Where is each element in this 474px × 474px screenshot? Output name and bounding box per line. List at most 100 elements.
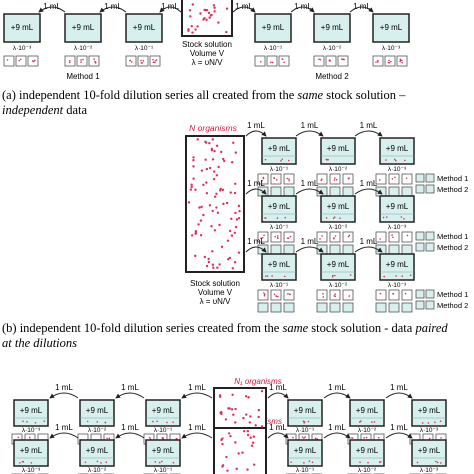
plate <box>283 302 295 313</box>
organism-dot <box>334 235 337 237</box>
organism-dot <box>172 421 174 423</box>
organism-dot <box>311 461 314 464</box>
diluent-label: +9 mL <box>294 406 317 415</box>
diluent-label: +9 mL <box>327 260 350 269</box>
organism-dot <box>21 460 24 463</box>
organism-dot <box>187 201 191 204</box>
organism-dot <box>339 217 341 219</box>
organism-dot <box>265 217 267 219</box>
organism-dot <box>161 460 163 463</box>
plate-row-a <box>3 55 408 67</box>
organism-dot <box>190 183 193 186</box>
organism-dot <box>237 452 240 455</box>
organism-dot <box>208 204 212 207</box>
diluent-label: +9 mL <box>152 446 175 455</box>
organism-dot <box>190 24 193 28</box>
plate <box>401 302 413 313</box>
organism-dot <box>416 461 419 464</box>
diluent-label: +9 mL <box>356 406 379 415</box>
transfer-arrow <box>115 432 145 439</box>
organism-dot <box>224 418 228 421</box>
organism-dot <box>205 167 209 171</box>
organism-dot <box>280 160 282 162</box>
transfer-label: 1 mL <box>328 423 346 432</box>
organism-dot <box>246 468 249 471</box>
organism-dot <box>230 234 234 237</box>
tube: +9 mL <box>411 439 447 467</box>
organism-dot <box>198 206 201 209</box>
lambda-label: λ·10⁻³ <box>388 224 407 231</box>
organism-dot <box>367 461 369 464</box>
tube: +9 mL <box>3 13 41 43</box>
legend-swatch <box>425 184 435 194</box>
plate <box>388 173 400 185</box>
panel-b: N organisms Stock solution Volume V λ = … <box>185 121 468 313</box>
plate <box>278 55 290 67</box>
plate <box>388 186 400 197</box>
organism-dot <box>378 461 381 463</box>
legend-swatch <box>425 300 435 310</box>
organism-dot <box>377 59 379 62</box>
organism-dot <box>221 442 224 446</box>
organism-dot <box>289 293 291 296</box>
organism-dot <box>104 421 107 424</box>
organism-dot <box>203 255 207 259</box>
plate <box>401 186 413 197</box>
organism-dot <box>17 436 20 439</box>
organism-dot <box>227 407 230 410</box>
tube: +9 mL <box>379 253 415 281</box>
method-2-label: Method 2 <box>315 72 349 81</box>
organism-dot <box>436 461 439 464</box>
transfer-label: 1 mL <box>121 423 139 432</box>
organism-dot <box>392 236 394 239</box>
organism-dot <box>148 436 151 439</box>
organism-dot <box>222 159 226 163</box>
organism-dot <box>216 211 220 214</box>
organism-dot <box>286 237 289 239</box>
organism-dot <box>216 266 219 269</box>
tube: +9 mL <box>145 439 181 467</box>
organism-dot <box>232 413 235 416</box>
organism-dot <box>190 185 193 189</box>
organism-dot <box>202 18 205 21</box>
organism-dot <box>212 4 216 7</box>
organism-dot <box>322 296 325 298</box>
organism-dot <box>271 275 273 277</box>
organism-dot <box>434 421 436 424</box>
organism-dot <box>284 216 287 219</box>
organism-dot <box>208 16 211 19</box>
organism-dot <box>155 59 158 61</box>
organism-dot <box>217 21 220 24</box>
organism-dot <box>428 437 431 440</box>
organism-dot <box>283 275 286 278</box>
svg-text:+9 mL: +9 mL <box>321 23 344 32</box>
organism-dot <box>194 254 197 258</box>
organism-dot <box>275 295 278 297</box>
organism-dot <box>200 169 204 172</box>
diluent-label: +9 mL <box>268 144 291 153</box>
organism-dot <box>100 462 102 464</box>
tube: +9 mL <box>145 399 181 427</box>
organism-dot <box>221 437 224 440</box>
organism-dot <box>358 421 361 423</box>
organism-dot <box>220 245 224 249</box>
transfer-label: 1 mL <box>269 423 287 432</box>
transfer-label: 1 mL <box>247 179 265 188</box>
stock-column-c1 <box>213 387 267 431</box>
organism-dot <box>105 461 108 464</box>
organism-dot <box>349 274 352 276</box>
organism-dot <box>440 437 442 439</box>
stock-label-line1: Stock solution <box>190 279 240 288</box>
organism-dot <box>387 61 390 64</box>
organism-dot <box>319 238 321 240</box>
diluent-label: +9 mL <box>386 260 409 269</box>
organism-dot <box>262 176 265 179</box>
stock-label-line3: λ = υN/V <box>192 58 223 67</box>
organism-dot <box>234 441 237 444</box>
organism-dot <box>382 216 385 219</box>
organism-dot <box>221 464 225 467</box>
tube: +9 mL <box>313 13 351 43</box>
tube: +9 mL <box>79 439 115 467</box>
organism-dot <box>348 234 351 237</box>
